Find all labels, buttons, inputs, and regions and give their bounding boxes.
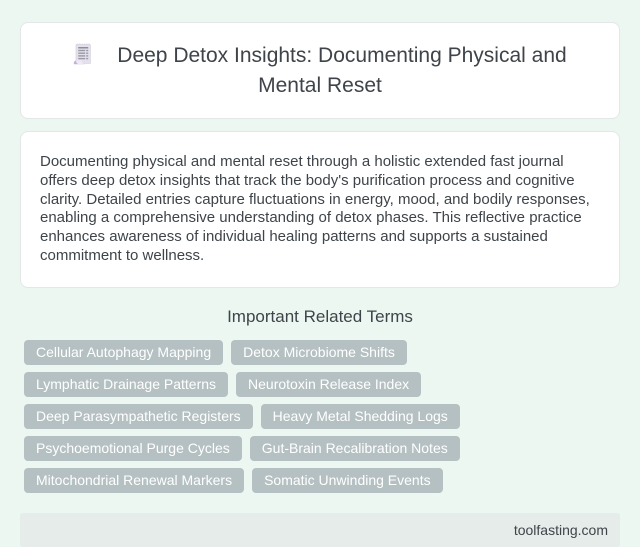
related-term-tag[interactable]: Detox Microbiome Shifts [231,339,407,365]
related-term-tag[interactable]: Heavy Metal Shedding Logs [260,403,460,429]
related-term-tag[interactable]: Somatic Unwinding Events [252,467,443,493]
related-term-tag[interactable]: Psychoemotional Purge Cycles [24,435,242,461]
page-title: Deep Detox Insights: Documenting Physica… [41,41,599,101]
summary-card: Documenting physical and mental reset th… [20,131,620,288]
page-title-text: Deep Detox Insights: Documenting Physica… [117,44,567,97]
related-terms-list: Cellular Autophagy Mapping Detox Microbio… [20,339,620,500]
related-term-tag[interactable]: Neurotoxin Release Index [236,371,422,397]
summary-paragraph: Documenting physical and mental reset th… [40,153,590,264]
site-domain: toolfasting.com [513,521,608,538]
related-term-tag[interactable]: Deep Parasympathetic Registers [24,403,253,429]
related-term-tag[interactable]: Cellular Autophagy Mapping [24,339,224,365]
related-term-tag[interactable]: Gut-Brain Recalibration Notes [249,435,460,461]
related-term-tag[interactable]: Mitochondrial Renewal Markers [24,467,245,493]
header-card: Deep Detox Insights: Documenting Physica… [20,22,620,119]
related-terms-heading: Important Related Terms [227,306,413,326]
related-term-tag[interactable]: Lymphatic Drainage Patterns [24,371,229,397]
receipt-icon [73,42,93,66]
footer-bar: toolfasting.com [20,512,620,547]
